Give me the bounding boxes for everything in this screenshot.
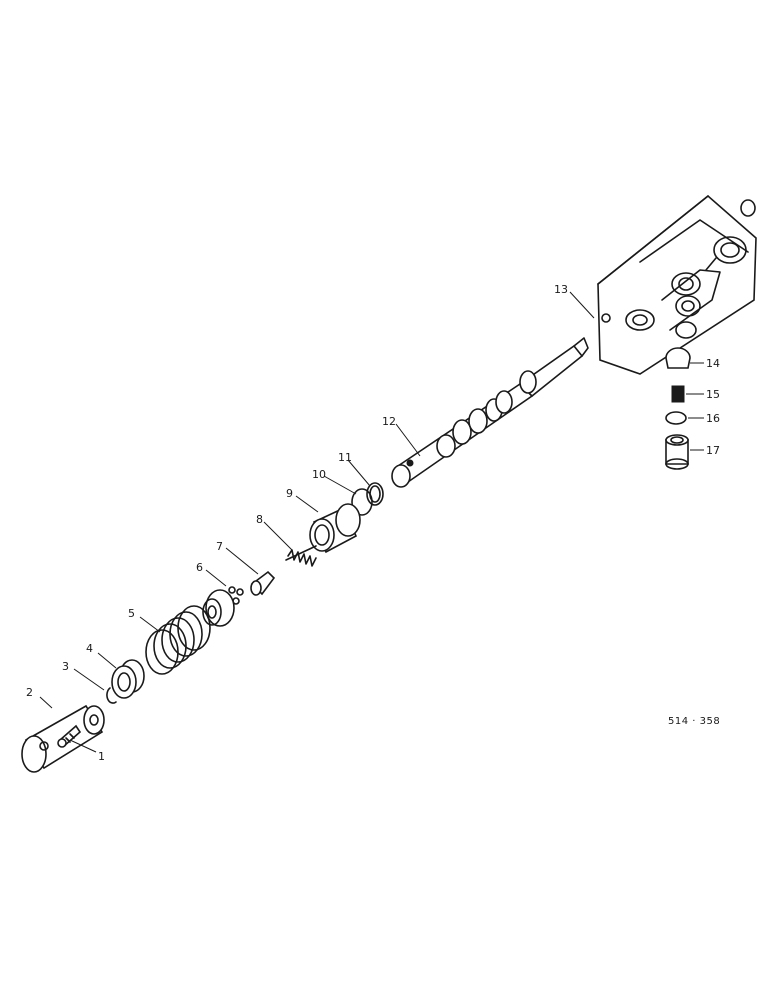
plug-17 — [665, 434, 689, 470]
valve-body-13 — [597, 194, 757, 375]
spring-8 — [285, 545, 317, 567]
callout-2: 2 — [26, 686, 33, 699]
callout-3: 3 — [62, 660, 69, 673]
callout-7: 7 — [216, 540, 223, 553]
callout-1: 1 — [98, 750, 105, 763]
callout-10: 10 — [312, 468, 326, 481]
spring-15 — [671, 385, 685, 403]
screw-1 — [57, 724, 82, 748]
callout-8: 8 — [256, 513, 263, 526]
leader-lines — [39, 291, 704, 753]
o-ring-16 — [665, 411, 687, 425]
circlip-3 — [106, 687, 117, 704]
callout-5: 5 — [128, 607, 135, 620]
poppet-7 — [250, 570, 276, 596]
spring-seat-4 — [111, 659, 145, 699]
callout-16: 16 — [706, 412, 720, 425]
callout-11: 11 — [338, 451, 352, 464]
callout-14: 14 — [706, 357, 720, 370]
spring-seat-5a — [202, 589, 235, 627]
sleeve-9 — [309, 503, 361, 554]
callout-6: 6 — [196, 561, 203, 574]
spool-12 — [391, 337, 589, 488]
callout-12: 12 — [382, 415, 396, 428]
spring-5 — [145, 605, 211, 675]
callout-4: 4 — [86, 642, 93, 655]
callout-9: 9 — [286, 487, 293, 500]
reference-code: 514 · 358 — [668, 716, 720, 727]
callout-17: 17 — [706, 444, 720, 457]
callout-15: 15 — [706, 388, 720, 401]
callout-13: 13 — [554, 283, 568, 296]
cap-14 — [665, 347, 691, 369]
o-ring-13a — [740, 199, 756, 217]
ring-10 — [351, 488, 373, 516]
